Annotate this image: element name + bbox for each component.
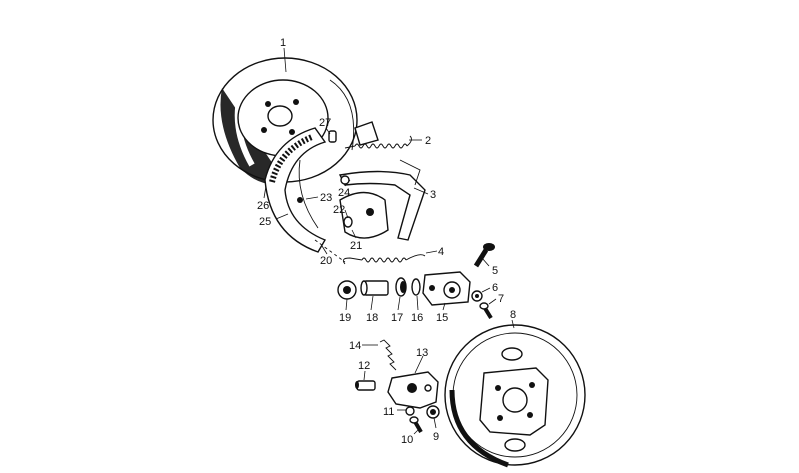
adjuster-nut	[426, 405, 440, 419]
adjuster-bolt	[409, 416, 423, 434]
mounting-bolt	[479, 302, 493, 320]
callout-5: 5	[492, 265, 498, 277]
lower-return-spring	[342, 254, 426, 265]
leader-lines	[263, 47, 515, 435]
callout-4: 4	[438, 246, 444, 258]
upper-return-spring	[344, 135, 412, 149]
wheel-cylinder	[422, 271, 471, 306]
callout-9: 9	[433, 431, 439, 443]
callout-3: 3	[430, 189, 436, 201]
washer	[471, 290, 483, 302]
backing-plate	[444, 324, 586, 468]
callout-2: 2	[425, 135, 431, 147]
callout-24: 24	[338, 187, 350, 199]
callout-18: 18	[366, 312, 378, 324]
callout-20: 20	[320, 255, 332, 267]
brake-shoe-with-lining	[264, 127, 327, 253]
callout-27: 27	[319, 117, 331, 129]
callout-labels: 1 2 3 4 5 6 7 8 9 10 11 12 13 14 15 16 1…	[257, 37, 516, 446]
cylinder-seal	[411, 278, 421, 296]
callout-12: 12	[358, 360, 370, 372]
adjuster-pin	[355, 380, 376, 391]
cylinder-piston	[360, 280, 389, 296]
callout-26: 26	[257, 200, 269, 212]
callout-25: 25	[259, 216, 271, 228]
callout-23: 23	[320, 192, 332, 204]
callout-11: 11	[383, 406, 394, 418]
adjuster-washer	[405, 406, 415, 416]
adjuster-spring	[379, 339, 397, 371]
retaining-pin	[328, 130, 337, 143]
brake-drum	[212, 57, 358, 185]
dust-boot	[337, 280, 357, 300]
callout-21: 21	[350, 240, 362, 252]
callout-7: 7	[498, 293, 504, 305]
callout-8: 8	[510, 309, 516, 321]
adjuster-plate	[339, 191, 389, 239]
bleed-screw	[473, 243, 495, 268]
cylinder-cup	[395, 277, 407, 297]
callout-15: 15	[436, 312, 448, 324]
callout-17: 17	[391, 312, 403, 324]
callout-22: 22	[333, 204, 345, 216]
callout-6: 6	[492, 282, 498, 294]
callout-1: 1	[280, 37, 286, 49]
adjuster-body	[387, 371, 439, 409]
brake-shoe-lever	[338, 121, 426, 241]
callout-10: 10	[401, 434, 413, 446]
callout-16: 16	[411, 312, 423, 324]
callout-13: 13	[416, 347, 428, 359]
callout-14: 14	[349, 340, 361, 352]
callout-19: 19	[339, 312, 351, 324]
